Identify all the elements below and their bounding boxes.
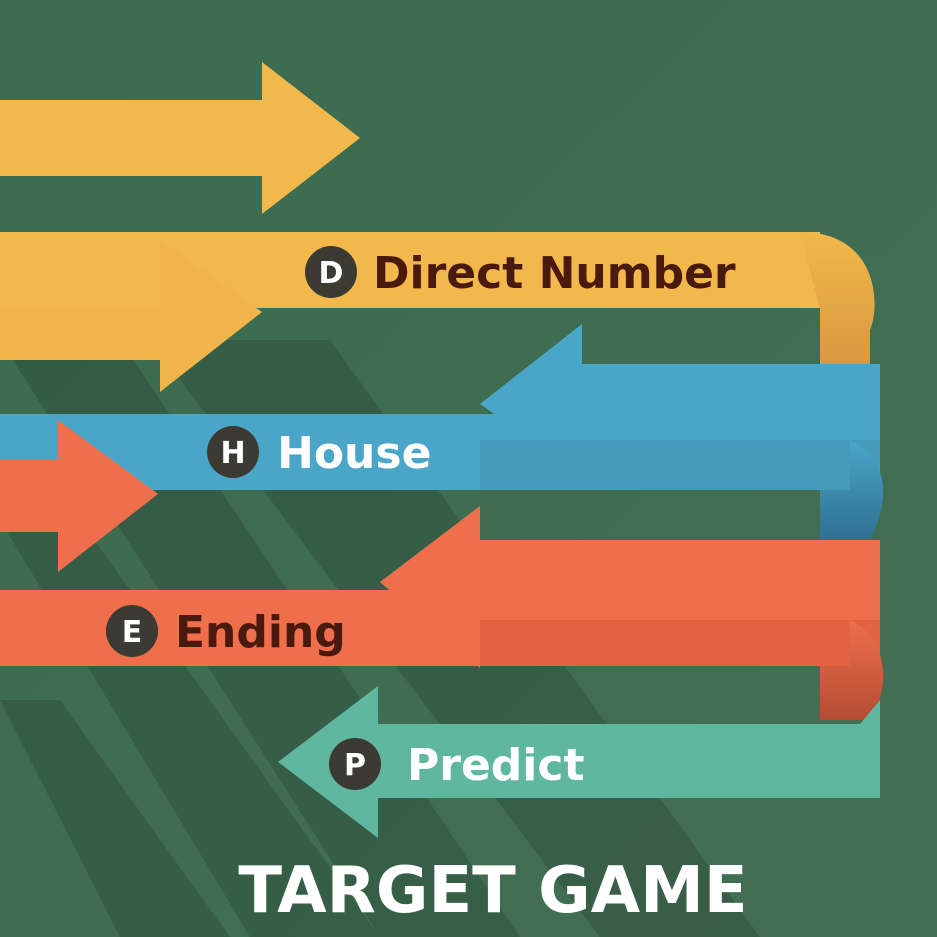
badge-e: E	[106, 605, 158, 657]
label-direct-number: Direct Number	[373, 248, 736, 299]
label-predict: Predict	[407, 740, 584, 791]
badge-letter-e: E	[122, 615, 143, 650]
badge-p: P	[329, 738, 381, 790]
badge-letter-h: H	[220, 436, 245, 471]
band-blue	[0, 324, 884, 540]
red-small-arrow	[0, 420, 158, 572]
badge-letter-p: P	[344, 748, 366, 783]
label-ending: Ending	[175, 607, 346, 658]
badge-letter-d: D	[319, 256, 344, 291]
band-teal	[278, 686, 880, 838]
title: TARGET GAME	[238, 854, 747, 928]
badge-d: D	[305, 246, 357, 298]
label-house: House	[277, 428, 431, 479]
badge-h: H	[207, 426, 259, 478]
band-yellow	[0, 232, 875, 440]
top-yellow-arrow	[0, 62, 360, 214]
